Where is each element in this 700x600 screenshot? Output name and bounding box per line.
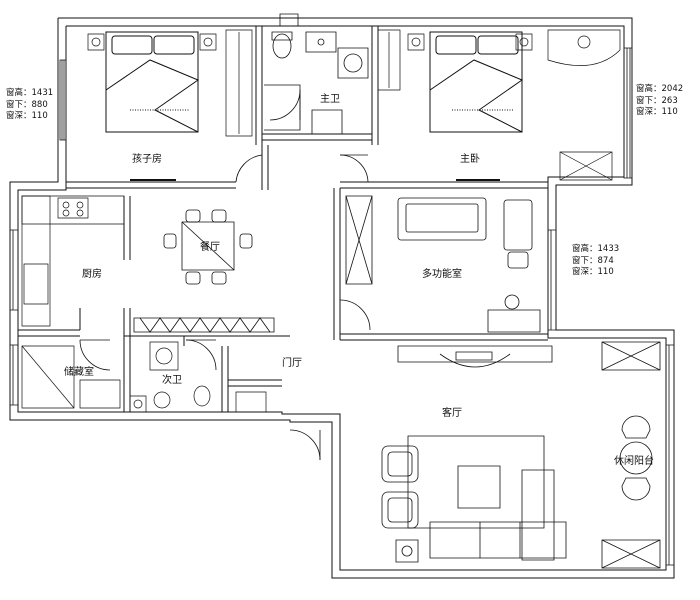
window-depth: 窗深：110 (6, 111, 48, 121)
window-height: 窗高：2042 (636, 84, 684, 94)
room-label-second-bath: 次卫 (162, 375, 182, 386)
kids-bed (106, 32, 198, 132)
room-label-balcony: 休闲阳台 (614, 456, 654, 467)
tv-console (398, 346, 552, 367)
windows (10, 14, 674, 565)
room-label-living: 客厅 (442, 408, 462, 419)
room-label-storage: 储藏室 (64, 367, 94, 378)
window-height: 窗高：1433 (572, 244, 620, 254)
room-label-kids-room: 孩子房 (132, 154, 162, 165)
room-label-foyer: 门厅 (282, 358, 302, 369)
dining-set (164, 210, 252, 284)
multi-room-furniture (346, 196, 540, 332)
corner-plant (548, 30, 620, 66)
nightstand-icons (88, 34, 532, 50)
outer-walls (10, 18, 674, 578)
storage-fixtures (22, 342, 266, 412)
window-sill: 窗下：880 (6, 99, 48, 110)
balcony-furniture (602, 342, 660, 568)
window-height: 窗高：1431 (6, 88, 54, 98)
master-bath-fixtures (264, 32, 368, 134)
master-wardrobe (378, 30, 400, 90)
master-bed (430, 32, 522, 132)
kitchen-fixtures (22, 196, 124, 326)
kids-wardrobe (226, 30, 252, 136)
room-label-multi-room: 多功能室 (422, 269, 462, 280)
foyer-cabinet (134, 318, 274, 332)
room-label-dining: 餐厅 (200, 242, 220, 253)
window-depth: 窗深：110 (572, 267, 614, 277)
window-note-right: 窗高：2042 窗下：263 窗深：110 (636, 84, 683, 119)
window-sill: 窗下：263 (636, 95, 678, 106)
window-depth: 窗深：110 (636, 107, 678, 117)
window-sill: 窗下：874 (572, 255, 614, 266)
window-note-left: 窗高：1431 窗下：880 窗深：110 (6, 88, 53, 123)
master-balcony-box (560, 152, 612, 180)
window-note-middle: 窗高：1433 窗下：874 窗深：110 (572, 244, 619, 279)
room-label-master-bath: 主卫 (320, 94, 340, 105)
living-furniture (382, 436, 566, 562)
room-label-kitchen: 厨房 (82, 269, 102, 280)
room-label-master-bedroom: 主卧 (460, 154, 480, 165)
